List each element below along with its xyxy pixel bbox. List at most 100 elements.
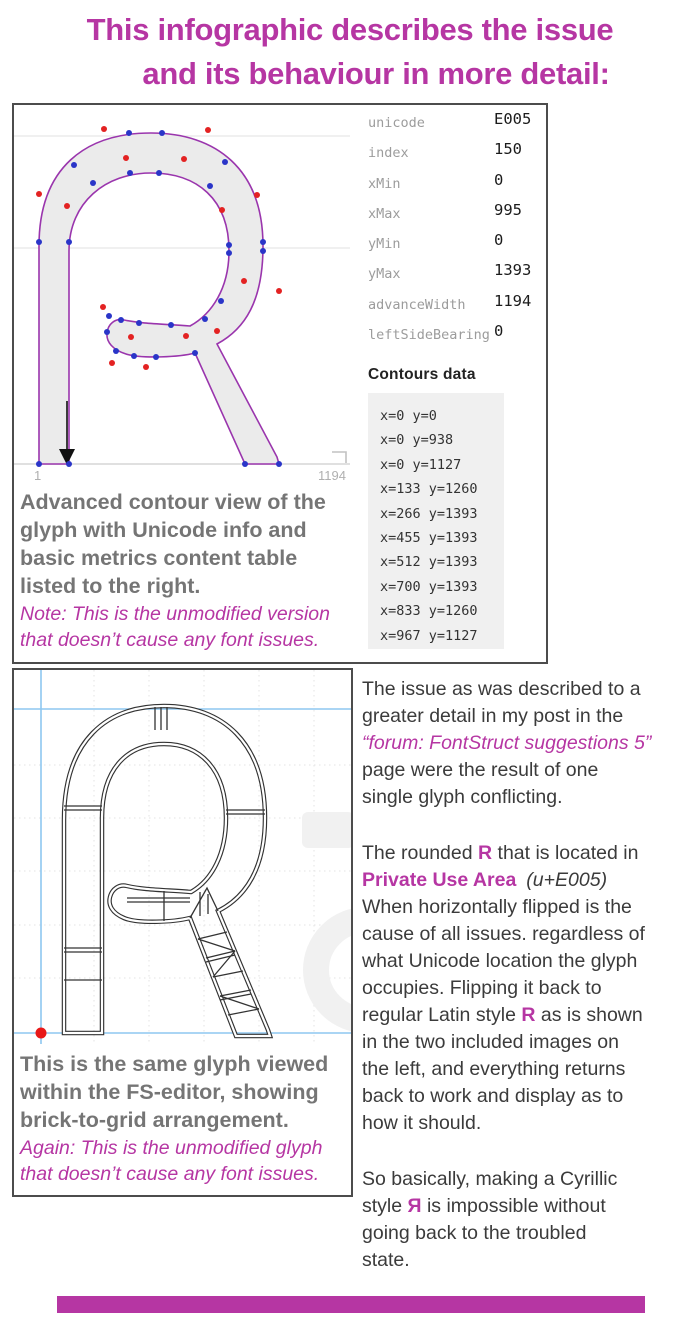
list-item: x=967 y=1127 (380, 627, 478, 644)
list-item: brick-to-grid arrangement. (20, 1108, 289, 1132)
text-segment: single glyph conflicting. (362, 786, 563, 808)
list-item: This is the same glyph viewed (20, 1052, 329, 1076)
metric-label: unicode (368, 115, 425, 131)
contour-view-note: Note: This is the unmodified version that… (20, 601, 330, 653)
metric-label: yMin (368, 236, 401, 253)
origin-point (35, 1027, 47, 1039)
metric-value: 0 (494, 322, 504, 341)
metric-value: 150 (494, 140, 522, 159)
infographic-title: This infographic describes the issue and… (0, 8, 700, 96)
text-line: state. (362, 1247, 698, 1274)
metric-row: yMin 0 (368, 231, 544, 263)
text-segment: the left, and everything returns (362, 1058, 626, 1080)
title-line-2: and its behaviour in more detail: (142, 56, 610, 91)
text-line: page were the result of one (362, 757, 698, 784)
text-line: what Unicode location the glyph (362, 948, 698, 975)
text-line: in the two included images on (362, 1029, 698, 1056)
text-segment: what Unicode location the glyph (362, 950, 638, 972)
text-line: occupies. Flipping it back to (362, 975, 698, 1002)
fs-editor-note: Again: This is the unmodified glyph that … (20, 1135, 322, 1187)
text-line: the left, and everything returns (362, 1056, 698, 1083)
axis-label-left: 1 (34, 468, 41, 483)
text-segment: Я (407, 1195, 422, 1217)
list-item: x=512 y=1393 (380, 554, 478, 571)
text-line: regular Latin style R as is shown (362, 1002, 698, 1029)
list-item: Again: This is the unmodified glyph (20, 1137, 323, 1159)
text-segment: R (478, 842, 493, 864)
text-line: cause of all issues. regardless of (362, 921, 698, 948)
text-line: The rounded R that is located in (362, 840, 698, 867)
metric-value: 1194 (494, 291, 532, 310)
text-segment: (u+E005) (526, 869, 608, 891)
on-curve-points (36, 130, 282, 467)
metric-label: advanceWidth (368, 296, 466, 313)
text-segment: is impossible without (421, 1195, 606, 1217)
metric-row: unicode E005 (368, 110, 544, 142)
brick-details (64, 707, 265, 1016)
glyph-outline (61, 703, 274, 1039)
contours-data-heading: Contours data (368, 366, 476, 383)
text-segment: R (521, 1004, 536, 1026)
issue-description-paragraph: The issue as was described to a greater d… (362, 676, 698, 811)
list-item: glyph with Unicode info and (20, 518, 307, 542)
metric-row: index 150 (368, 140, 544, 172)
metric-label: xMin (368, 175, 401, 192)
text-segment: When horizontally flipped is the (362, 896, 632, 918)
glyph-contour-view: 1 1194 (14, 126, 350, 483)
text-segment: how it should. (362, 1112, 482, 1134)
list-item: Note: This is the unmodified version (20, 603, 330, 625)
text-line: greater detail in my post in the (362, 703, 698, 730)
text-line: going back to the troubled (362, 1220, 698, 1247)
text-segment: cause of all issues. regardless of (362, 923, 645, 945)
text-line: The issue as was described to a (362, 676, 698, 703)
text-segment: greater detail in my post in the (362, 705, 624, 727)
fs-editor-view (14, 670, 351, 1044)
list-item: x=0 y=1127 (380, 456, 462, 473)
ghost-glyph (302, 812, 351, 1032)
list-item: x=833 y=1260 (380, 603, 478, 620)
list-item: x=133 y=1260 (380, 481, 478, 498)
text-line: Private Use Area (u+E005) (362, 867, 698, 894)
footer-accent-bar (57, 1296, 645, 1313)
list-item: x=266 y=1393 (380, 505, 478, 522)
text-line: So basically, making a Cyrillic (362, 1166, 698, 1193)
text-segment: state. (362, 1249, 410, 1271)
text-line: single glyph conflicting. (362, 784, 698, 811)
text-line: When horizontally flipped is the (362, 894, 698, 921)
list-item: listed to the right. (20, 574, 201, 598)
list-item: x=0 y=938 (380, 432, 454, 449)
list-item: that doesn’t cause any font issues. (20, 629, 320, 651)
text-segment: in the two included images on (362, 1031, 619, 1053)
text-line: back to work and display as to (362, 1083, 698, 1110)
list-item: x=700 y=1393 (380, 578, 478, 595)
text-segment: Private Use Area (362, 869, 517, 891)
metric-label: index (368, 145, 409, 162)
text-segment: as is shown (535, 1004, 643, 1026)
text-segment: back to work and display as to (362, 1085, 624, 1107)
title-line-1: This infographic describes the issue (86, 12, 614, 47)
axis-labels: 1 1194 (34, 468, 346, 483)
list-item: that doesn’t cause any font issues. (20, 1163, 320, 1185)
metric-value: 1393 (494, 261, 532, 280)
text-segment: that is located in (492, 842, 639, 864)
metric-value: E005 (494, 110, 532, 128)
metric-value: 0 (494, 231, 504, 250)
metric-row: advanceWidth 1194 (368, 291, 544, 324)
metric-label: xMax (368, 205, 401, 222)
text-segment: The issue as was described to a (362, 678, 641, 700)
direction-arrow-icon (59, 401, 75, 465)
off-curve-points (36, 126, 282, 370)
text-segment: regular Latin style (362, 1004, 522, 1026)
text-segment: style (362, 1195, 408, 1217)
list-item: x=455 y=1393 (380, 530, 478, 547)
text-segment: So basically, making a Cyrillic (362, 1168, 618, 1190)
